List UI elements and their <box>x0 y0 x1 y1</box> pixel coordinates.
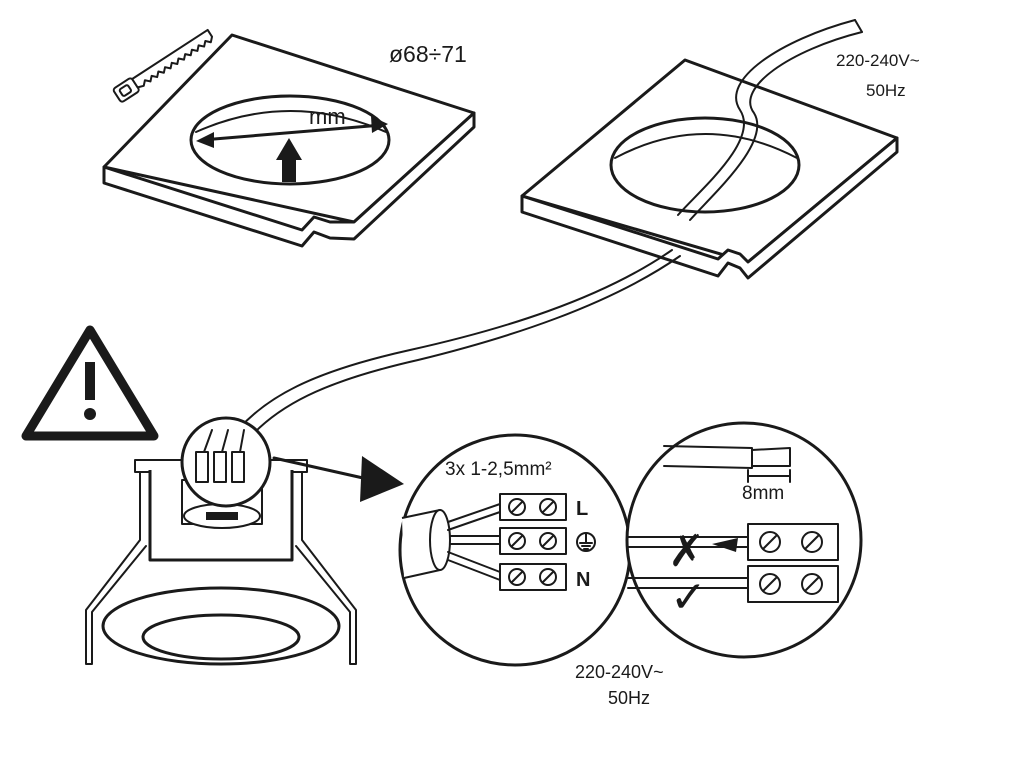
bottom-voltage: 220-240V~ <box>575 662 664 682</box>
warning-icon <box>21 325 159 441</box>
wiring-detail: 3x 1-2,5mm² L <box>398 433 632 667</box>
bottom-frequency: 50Hz <box>608 688 650 708</box>
arrow-up-icon <box>276 138 302 182</box>
strip-length: 8mm <box>742 483 784 504</box>
panel-cutout: mm ø68÷71 <box>102 28 476 248</box>
mounted-frequency: 50Hz <box>866 81 906 100</box>
mounted-voltage: 220-240V~ <box>836 51 920 70</box>
terminal-label-l: L <box>576 498 588 520</box>
terminal-block-n <box>499 563 567 591</box>
panel-mounted: 220-240V~ 50Hz <box>520 19 920 280</box>
saw-icon <box>112 28 214 103</box>
cable-spec: 3x 1-2,5mm² <box>445 459 552 480</box>
supply-cable <box>225 249 673 446</box>
pointer-arrow <box>360 456 404 502</box>
wrong-mark: ✗ <box>668 527 705 576</box>
unit-label: mm <box>309 104 346 129</box>
terminal-block-pe <box>499 527 567 555</box>
ground-icon <box>576 532 596 552</box>
diameter-label: ø68÷71 <box>389 41 467 67</box>
fixture <box>85 416 357 666</box>
mounted-hole <box>609 116 801 214</box>
correct-mark: ✓ <box>670 573 707 622</box>
strip-detail: 8mm ✗ ✓ <box>625 421 863 659</box>
terminal-label-n: N <box>576 569 590 591</box>
terminal-block-l <box>499 493 567 521</box>
